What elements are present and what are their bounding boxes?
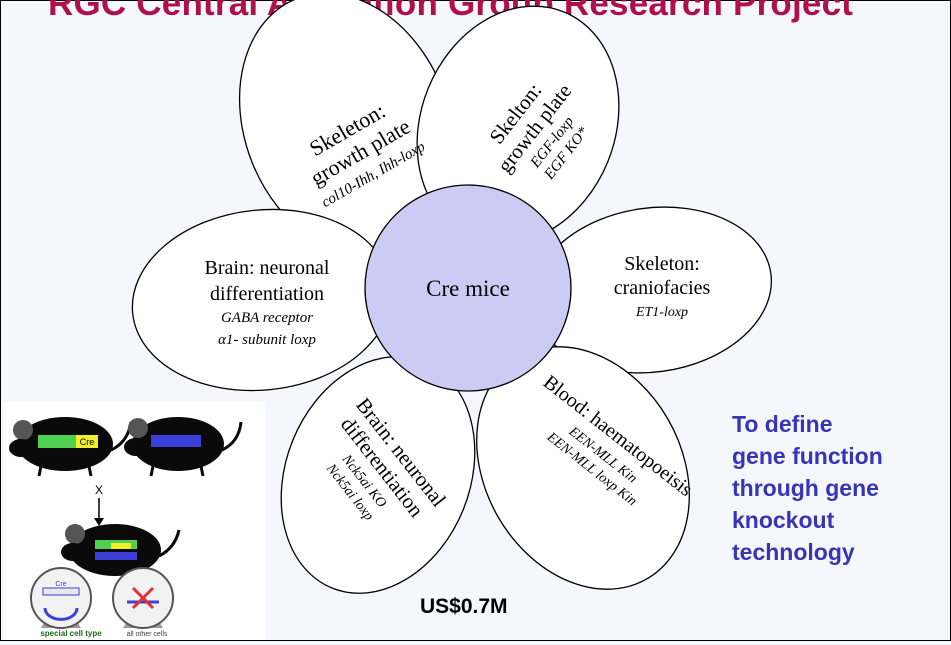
center-cre-mice <box>364 184 572 392</box>
petal-heading: Brain: neuronal <box>205 257 330 279</box>
center-label: Cre mice <box>426 276 510 301</box>
other-cells-icon <box>112 567 174 629</box>
petal-heading: Skeleton: <box>624 253 700 275</box>
slide-subtitle: To define gene function through gene kno… <box>732 408 947 568</box>
petal-gene: GABA receptor <box>221 310 313 326</box>
petal-gene: ET1-loxp <box>635 305 688 320</box>
budget-amount: US$0.7M <box>420 595 508 618</box>
other-cells-label: all other cells <box>127 631 168 638</box>
petal-text-brain-neuronal-gaba: Brain: neuronal differentiation GABA rec… <box>205 257 330 348</box>
special-cell-type-icon: Cre <box>30 567 92 629</box>
cross-symbol: X <box>95 483 103 497</box>
mouse-breeding-figure: Cre X <box>9 417 243 638</box>
cre-cell-label: Cre <box>55 581 66 588</box>
subtitle-line: technology <box>732 539 855 565</box>
petal-heading: craniofacies <box>614 277 711 299</box>
subtitle-line: knockout <box>732 507 835 533</box>
subtitle-line: gene function <box>732 443 883 469</box>
subtitle-line: To define <box>732 411 833 437</box>
special-cell-type-label: special cell type <box>40 629 102 638</box>
arrow-head-icon <box>94 518 104 526</box>
cre-mouse-icon: Cre <box>9 417 133 477</box>
target-gene-mouse-icon <box>124 417 243 477</box>
offspring-mouse-icon <box>61 524 181 576</box>
mouse-breeding-illustration: Cre X <box>3 402 265 640</box>
cre-label: Cre <box>80 437 95 447</box>
petal-heading: differentiation <box>210 283 324 305</box>
subtitle-line: through gene <box>732 475 879 501</box>
petal-text-skeleton-craniofacies: Skeleton: craniofacies ET1-loxp <box>614 253 711 320</box>
slide-title: RGC Central Allocation Group Research Pr… <box>48 0 854 23</box>
petal-gene: α1- subunit loxp <box>218 332 316 348</box>
